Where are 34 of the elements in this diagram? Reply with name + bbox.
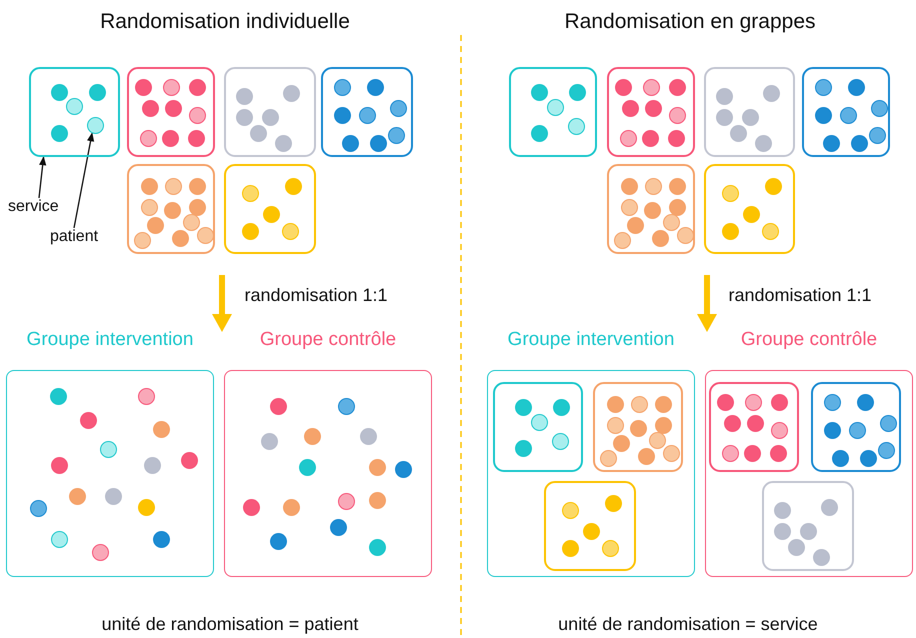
group-heading: Groupe contrôle (740, 329, 878, 351)
service-box (802, 67, 890, 157)
service-box (607, 67, 695, 157)
service-box (762, 481, 854, 571)
panel-title: Randomisation en grappes (564, 10, 816, 34)
service-box (321, 67, 413, 157)
arrow-label: randomisation 1:1 (728, 285, 872, 306)
footer-note: unité de randomisation = service (558, 614, 818, 635)
service-box (704, 164, 795, 254)
callout-label: patient (50, 228, 98, 246)
arrow-label: randomisation 1:1 (244, 285, 388, 306)
service-box (811, 382, 901, 472)
service-box (509, 67, 597, 157)
pointed-patient-dot (87, 117, 104, 134)
service-box (127, 67, 215, 157)
service-box (607, 164, 695, 254)
panel-title: Randomisation individuelle (100, 10, 350, 34)
group-heading: Groupe intervention (508, 329, 674, 351)
service-box (29, 67, 120, 157)
callout-label: service (8, 198, 59, 216)
group-heading: Groupe intervention (26, 329, 194, 351)
service-box (709, 382, 799, 472)
leader-line (73, 132, 94, 228)
service-box (224, 67, 316, 157)
service-box (544, 481, 636, 571)
group-heading: Groupe contrôle (260, 329, 396, 351)
service-box (127, 164, 215, 254)
footer-note: unité de randomisation = patient (102, 614, 358, 635)
leader-line (38, 156, 46, 198)
pointed-patient-dot (66, 98, 83, 115)
service-box (224, 164, 316, 254)
service-box (704, 67, 795, 157)
service-box (593, 382, 683, 472)
service-box (493, 382, 583, 472)
